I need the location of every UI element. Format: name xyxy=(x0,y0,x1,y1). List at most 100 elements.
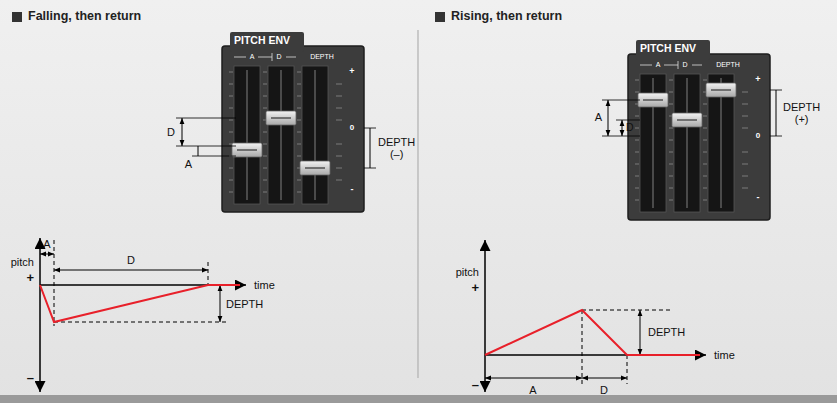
dashed-guide xyxy=(54,240,55,326)
tick xyxy=(635,188,639,189)
tick xyxy=(229,120,233,121)
tick xyxy=(297,132,301,133)
pitch-env-panel xyxy=(628,40,770,220)
tick xyxy=(263,132,267,133)
header-rule xyxy=(692,65,702,66)
callout-label: DEPTH (+) xyxy=(783,101,820,125)
scale-tick xyxy=(336,120,342,121)
dimension-line xyxy=(40,254,54,255)
panel-name: PITCH ENV xyxy=(640,43,696,55)
slider-track xyxy=(686,78,688,208)
tick xyxy=(669,140,673,141)
tick xyxy=(229,132,233,133)
dimension-line xyxy=(608,100,609,136)
axis-sign: + xyxy=(471,281,479,295)
slider-knob xyxy=(300,161,330,175)
dimension-label: A xyxy=(529,384,536,396)
tick xyxy=(635,164,639,165)
slider-knob xyxy=(706,83,736,97)
callout-label: DEPTH (–) xyxy=(378,136,415,160)
tick xyxy=(263,144,267,145)
tick xyxy=(635,116,639,117)
callout-label: A xyxy=(595,111,602,123)
knob-line xyxy=(237,149,257,150)
slider-knob xyxy=(232,143,262,157)
tick xyxy=(263,156,267,157)
panel-body xyxy=(222,46,364,212)
axis-sign: – xyxy=(472,378,479,392)
callout-label: D xyxy=(167,126,175,138)
scale-tick xyxy=(336,168,342,169)
pitch-envelope xyxy=(40,285,240,322)
scale-tick xyxy=(336,156,342,157)
axis-sign: + xyxy=(26,271,34,285)
scale-mark: + xyxy=(349,67,354,77)
tick xyxy=(669,164,673,165)
scale-tick xyxy=(742,164,748,165)
axis-label: time xyxy=(254,279,275,291)
tick xyxy=(297,144,301,145)
dashed-guide xyxy=(582,310,583,384)
pitch-envelope xyxy=(485,310,700,355)
tick xyxy=(635,140,639,141)
panel-tab xyxy=(636,40,710,60)
tick xyxy=(635,152,639,153)
extension-line xyxy=(176,118,236,119)
tick xyxy=(635,176,639,177)
bottom-shadow xyxy=(0,395,837,403)
tick xyxy=(297,96,301,97)
slider-track xyxy=(246,70,248,200)
tick xyxy=(297,156,301,157)
tick xyxy=(669,80,673,81)
slider-label: DEPTH xyxy=(310,53,334,61)
tick xyxy=(263,96,267,97)
tick xyxy=(703,176,707,177)
slider-slot xyxy=(302,66,328,204)
tick xyxy=(229,168,233,169)
slider-track xyxy=(314,70,316,200)
divider xyxy=(417,30,418,378)
slider-knob xyxy=(638,93,668,107)
tick xyxy=(263,108,267,109)
scale-tick xyxy=(336,84,342,85)
tick xyxy=(669,188,673,189)
header-rule xyxy=(286,57,296,58)
panel-title: Rising, then return xyxy=(451,10,562,24)
panel-body xyxy=(628,54,770,220)
slider-track xyxy=(720,78,722,208)
tick xyxy=(297,84,301,85)
knob-line xyxy=(711,89,731,90)
tick xyxy=(635,80,639,81)
header-rule xyxy=(272,53,273,61)
dimension-line xyxy=(54,270,208,271)
tick xyxy=(263,192,267,193)
dimension-line xyxy=(582,378,627,379)
tick xyxy=(297,120,301,121)
knob-line xyxy=(271,117,291,118)
scale-mark: + xyxy=(755,75,760,85)
slider-slot xyxy=(268,66,294,204)
tick xyxy=(229,192,233,193)
scale-tick xyxy=(336,180,342,181)
tick xyxy=(229,96,233,97)
tick xyxy=(669,200,673,201)
extension-line xyxy=(192,156,236,157)
dashed-guide xyxy=(54,322,226,323)
tick xyxy=(229,180,233,181)
pitch-axis xyxy=(484,240,486,300)
scale-mark: - xyxy=(351,185,354,195)
scale-mark: 0 xyxy=(350,124,354,133)
panel-name: PITCH ENV xyxy=(234,35,290,47)
tick xyxy=(635,92,639,93)
dimension-line xyxy=(370,128,371,168)
tick xyxy=(263,72,267,73)
scale-tick xyxy=(742,188,748,189)
slider-knob xyxy=(672,113,702,127)
slider-label: D xyxy=(276,53,281,61)
dashed-guide xyxy=(582,310,672,311)
tick xyxy=(669,176,673,177)
axis-label: pitch xyxy=(11,256,34,268)
tick xyxy=(229,108,233,109)
pitch-env-panel xyxy=(222,32,364,212)
